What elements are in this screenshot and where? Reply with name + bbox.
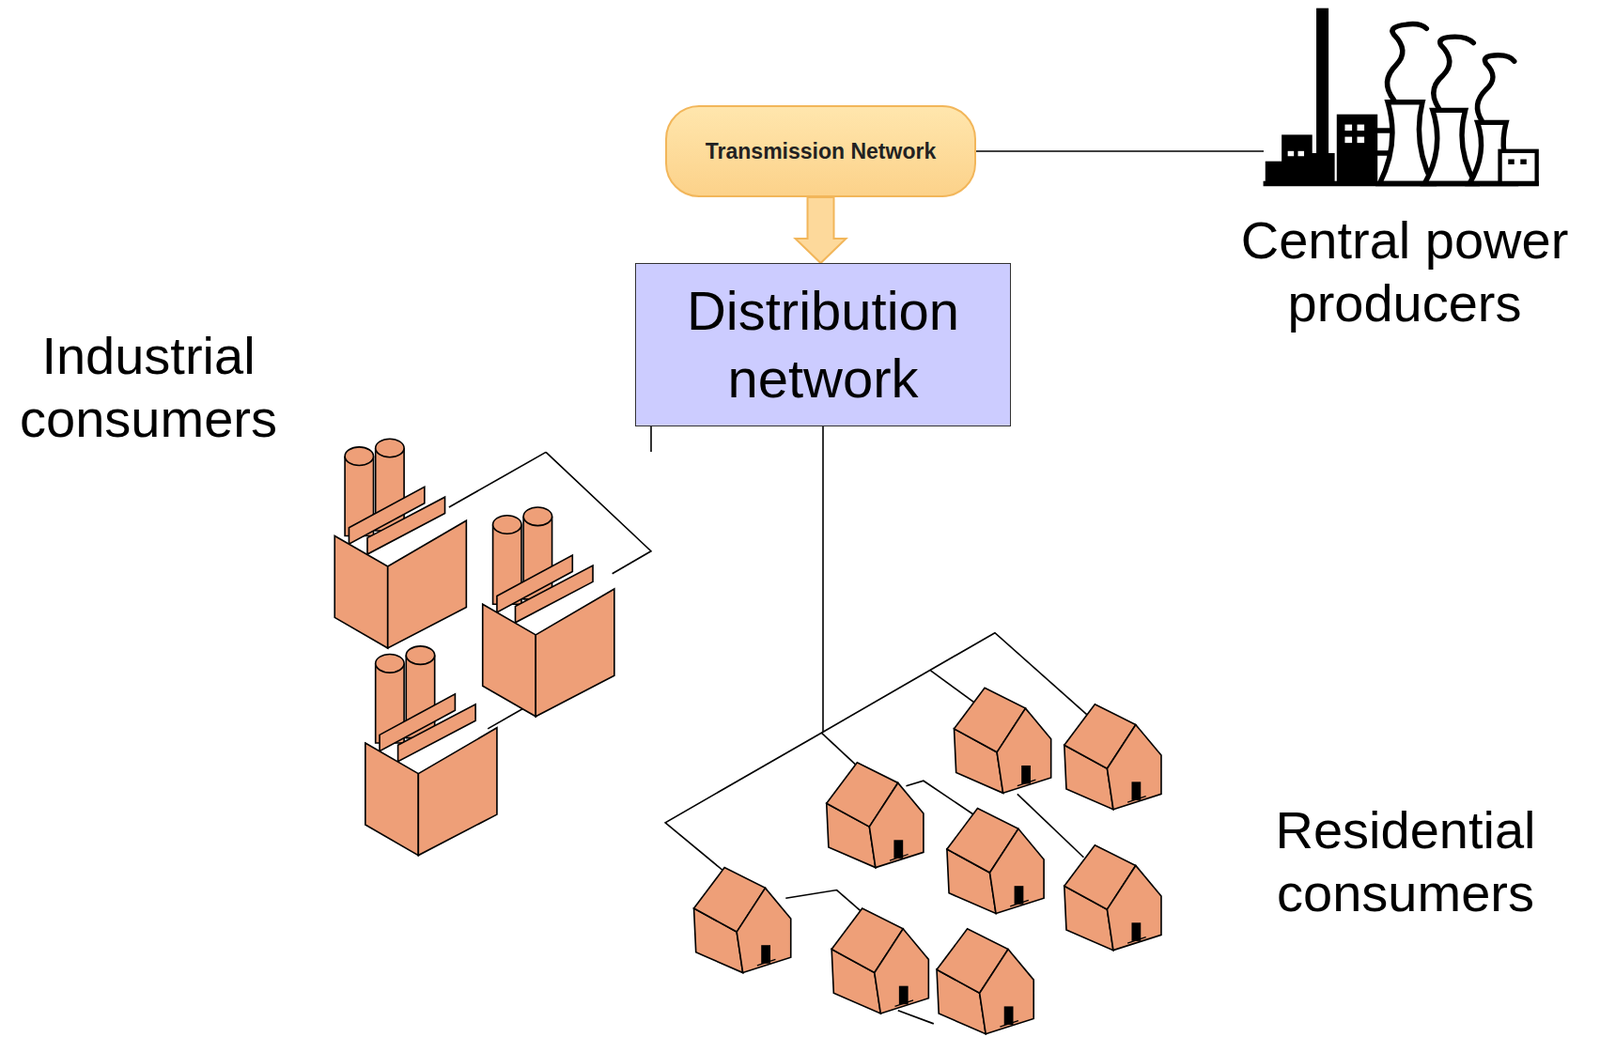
house-icon	[954, 687, 1052, 793]
power-plant-icon	[1263, 8, 1539, 185]
house-icon	[1064, 704, 1162, 810]
house-icon	[826, 762, 924, 869]
distribution-box: Distribution network	[635, 263, 1011, 427]
connector	[823, 426, 824, 733]
box-label: Transmission Network	[705, 139, 936, 165]
connector	[651, 426, 653, 452]
factory-icon	[334, 438, 467, 649]
house-icon	[947, 808, 1044, 915]
house-icon	[936, 929, 1034, 1035]
residential-group: Residential consumers	[663, 732, 1160, 1034]
box-label: Distribution network	[636, 277, 1010, 414]
connector	[976, 151, 1264, 153]
group-label: Residential consumers	[1255, 798, 1556, 925]
factory-icon	[482, 507, 615, 717]
industrial-group: Industrial consumers	[334, 451, 653, 857]
residential-wiring	[665, 633, 1088, 1025]
connector	[795, 197, 847, 264]
house-icon	[694, 868, 792, 974]
factory-icon	[365, 646, 498, 856]
producer-group: Central power producers	[1263, 7, 1541, 193]
industrial-wiring	[449, 451, 652, 729]
house-icon	[1064, 845, 1162, 951]
group-label: Industrial consumers	[7, 324, 290, 451]
house-icon	[831, 908, 929, 1014]
transmission-box: Transmission Network	[665, 105, 977, 198]
group-label: Central power producers	[1216, 208, 1593, 335]
